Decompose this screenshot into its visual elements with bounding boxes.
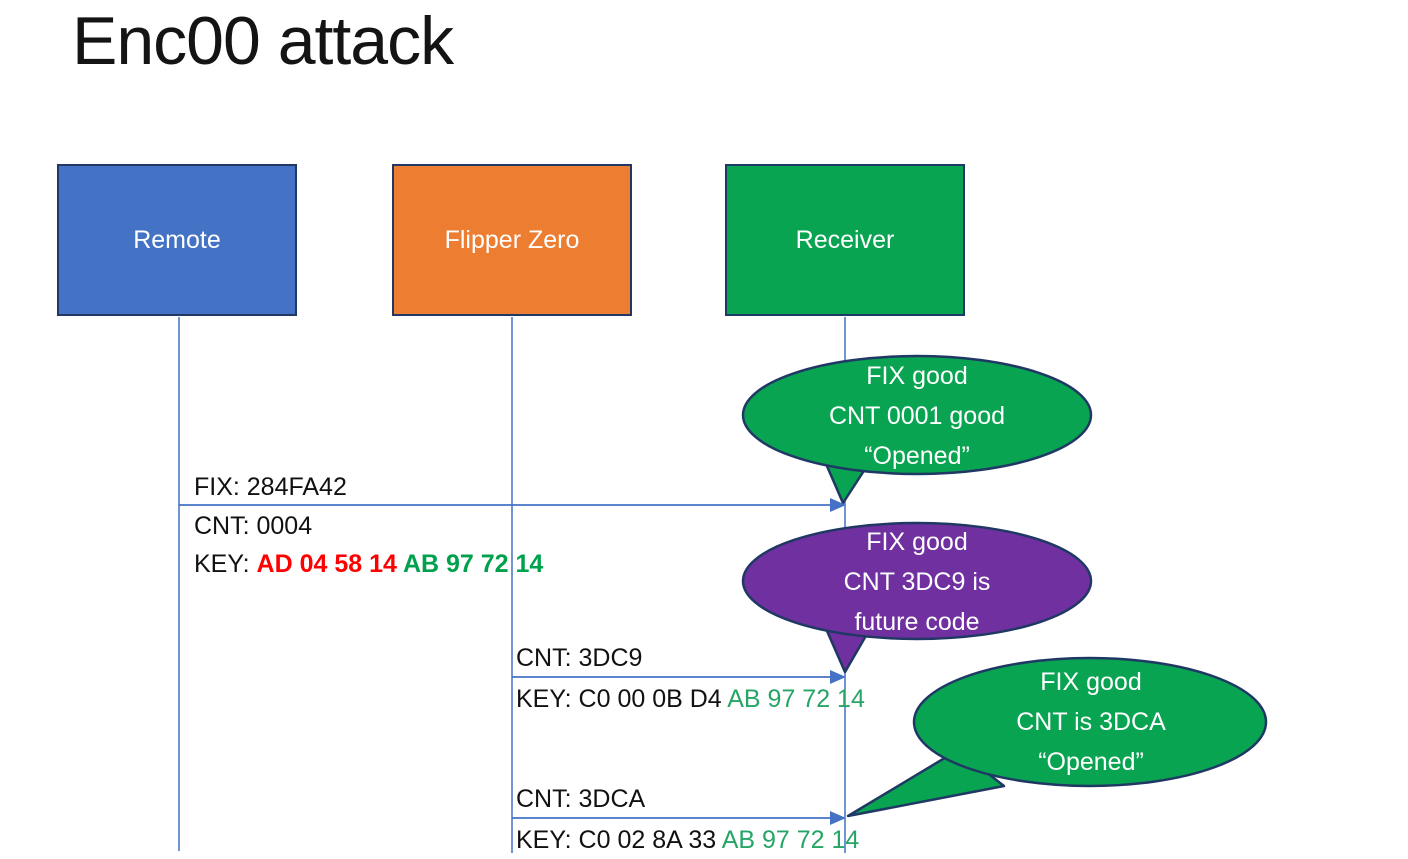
arrow-flipper-to-receiver-1 <box>512 670 846 684</box>
callout2-line3: future code <box>854 608 980 636</box>
message2-key-green-bytes: AB 97 72 14 <box>727 685 865 713</box>
callout3-line1: FIX good <box>1040 668 1142 696</box>
message2-cnt-line: CNT: 3DC9 <box>516 644 643 672</box>
arrow-remote-to-receiver <box>179 498 846 512</box>
actor-label-remote: Remote <box>133 225 221 254</box>
callout3-line3: “Opened” <box>1038 748 1144 776</box>
actor-box-flipper-zero: Flipper Zero <box>392 164 632 316</box>
callout-bubble-future-code <box>741 521 1093 674</box>
callout1-line3: “Opened” <box>864 442 970 470</box>
callout-bubble-opened-2 <box>846 656 1268 818</box>
message1-key-line: KEY: AD 04 58 14 AB 97 72 14 <box>194 549 543 579</box>
message3-key-line: KEY: C0 02 8A 33 AB 97 72 14 <box>516 825 859 855</box>
callout3-text: FIX good CNT is 3DCA “Opened” <box>916 658 1266 786</box>
actor-box-receiver: Receiver <box>725 164 965 316</box>
message3-key-green-bytes: AB 97 72 14 <box>721 826 860 854</box>
message1-cnt-line: CNT: 0004 <box>194 512 313 540</box>
arrow-flipper-to-receiver-2 <box>512 811 846 825</box>
message1-key-prefix: KEY: <box>194 550 257 578</box>
callout2-line1: FIX good <box>866 528 968 556</box>
callout1-text: FIX good CNT 0001 good “Opened” <box>742 357 1092 475</box>
callout3-line2: CNT is 3DCA <box>1016 708 1166 736</box>
message2-key-line: KEY: C0 00 0B D4 AB 97 72 14 <box>516 684 865 714</box>
callout1-line1: FIX good <box>866 362 968 390</box>
message2-key-prefix: KEY: C0 00 0B D4 <box>516 685 728 713</box>
page-title: Enc00 attack <box>72 3 454 79</box>
message1-fix-line: FIX: 284FA42 <box>194 473 347 501</box>
message3-key-prefix: KEY: C0 02 8A 33 <box>516 826 722 854</box>
message3-cnt-line: CNT: 3DCA <box>516 785 646 813</box>
actor-box-remote: Remote <box>57 164 297 316</box>
actor-label-receiver: Receiver <box>795 225 895 254</box>
callout2-text: FIX good CNT 3DC9 is future code <box>742 524 1092 640</box>
callout1-line2: CNT 0001 good <box>828 402 1006 430</box>
message1-key-green-bytes: AB 97 72 14 <box>402 550 544 578</box>
message1-key-red-bytes: AD 04 58 14 <box>256 550 403 578</box>
callout2-line2: CNT 3DC9 is <box>843 568 991 596</box>
actor-label-flipper-zero: Flipper Zero <box>444 225 580 254</box>
callout-bubble-opened-1 <box>741 354 1093 505</box>
